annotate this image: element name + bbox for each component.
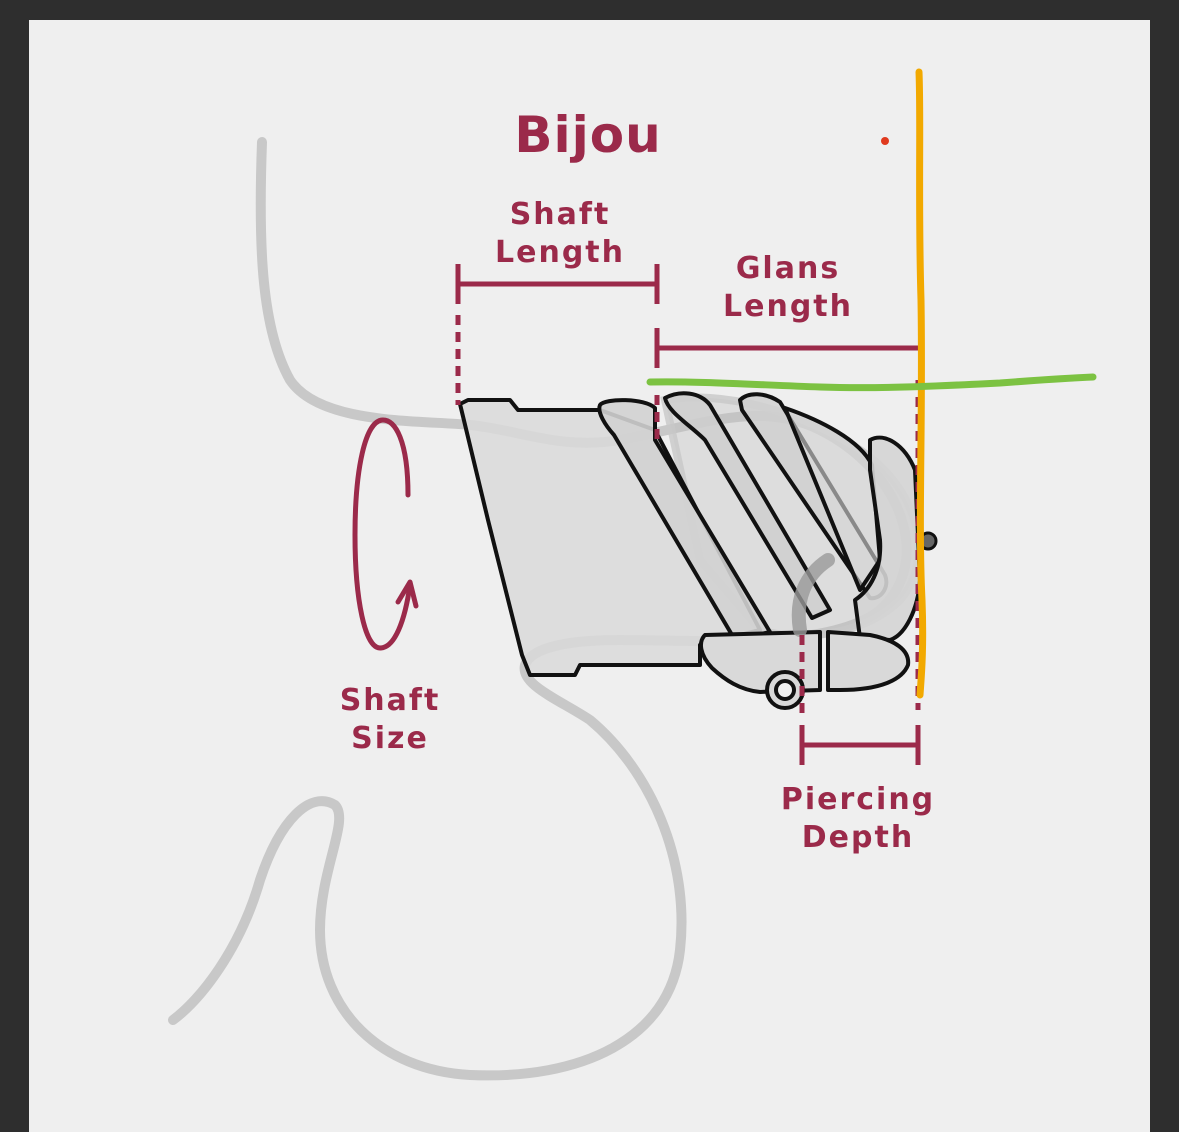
piercing-depth-label-line1: Piercing xyxy=(781,782,935,817)
dimension-lines xyxy=(352,264,921,765)
shaft-size-label-line2: Size xyxy=(351,721,429,756)
orange-marker-line xyxy=(915,68,927,699)
red-dot-mark xyxy=(881,137,889,145)
title: Bijou xyxy=(514,106,661,164)
glans-length-label-line1: Glans xyxy=(736,251,840,286)
glans-length-label-line2: Length xyxy=(723,289,853,324)
device-cap xyxy=(853,435,922,642)
shaft-size-label-line1: Shaft xyxy=(340,683,441,718)
device-lock-hole xyxy=(774,679,796,701)
piercing-pin xyxy=(791,553,835,637)
shaft-length-label-line2: Length xyxy=(495,235,625,270)
device-bottom-latch xyxy=(826,630,911,692)
device-ring-2 xyxy=(663,391,832,620)
piercing-depth-label-line2: Depth xyxy=(802,820,914,855)
green-marker-line xyxy=(646,373,1097,392)
shaft-size-rotation-arrow xyxy=(352,417,413,651)
shaft-size-arrowhead xyxy=(395,579,419,609)
shaft-length-label-line1: Shaft xyxy=(510,197,611,232)
